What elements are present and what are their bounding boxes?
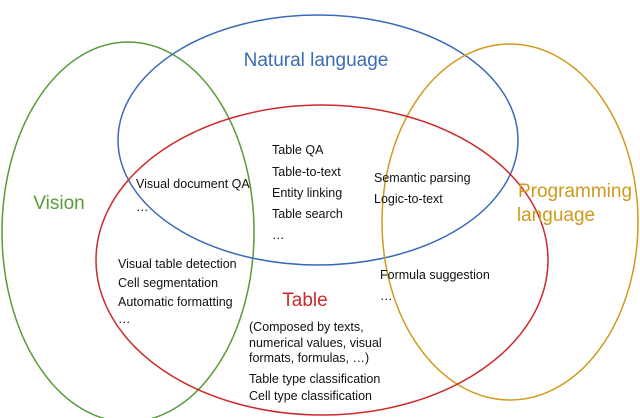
region-item: Cell segmentation [118, 276, 218, 290]
programming-label-line1: Programming [518, 181, 632, 202]
region-item: Cell type classification [249, 389, 372, 403]
table-note-line: numerical values, visual [249, 336, 382, 350]
region-item: Visual document QA [136, 177, 250, 191]
region-item: Entity linking [272, 186, 342, 200]
natural-language-set-outline [117, 14, 519, 266]
region-item: Table type classification [249, 372, 380, 386]
region-item: Table QA [272, 143, 324, 157]
region-item: Formula suggestion [380, 268, 490, 282]
table-note-line: (Composed by texts, [249, 320, 364, 334]
natural-language-label: Natural language [244, 50, 389, 71]
region-item: … [380, 289, 393, 303]
region-item: … [136, 200, 149, 214]
table-label: Table [282, 290, 327, 311]
region-item: Table-to-text [272, 165, 341, 179]
programming-set-outline [381, 43, 639, 401]
region-item: Automatic formatting [118, 295, 233, 309]
table-note-line: formats, formulas, …) [249, 351, 369, 365]
vision-label: Vision [33, 193, 84, 214]
region-item: Semantic parsing [374, 171, 471, 185]
vision-set-outline [1, 41, 255, 418]
table-set-outline [95, 104, 549, 416]
region-item: Visual table detection [118, 257, 237, 271]
region-item: Table search [272, 207, 343, 221]
region-item: … [118, 312, 131, 326]
region-item: Logic-to-text [374, 192, 443, 206]
programming-label-line2: language [517, 205, 595, 226]
region-item: … [272, 228, 285, 242]
